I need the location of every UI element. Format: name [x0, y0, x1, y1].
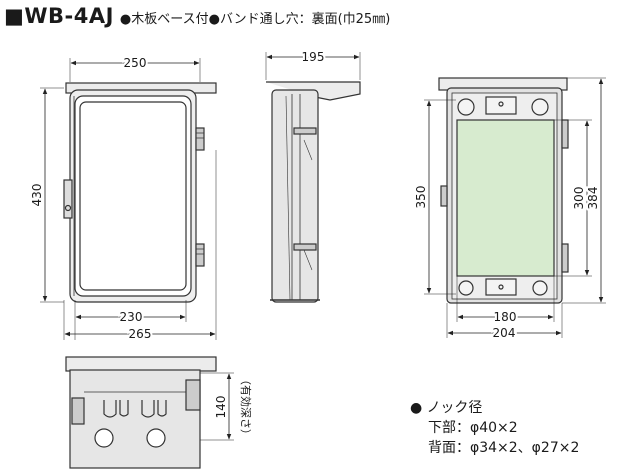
slot-right-2 — [157, 400, 167, 417]
bottom-dimensions — [200, 372, 234, 441]
knock-back-top-left — [457, 98, 475, 116]
knock-bottom-left — [94, 428, 114, 448]
front-window — [79, 101, 187, 291]
slot-left-1 — [103, 400, 117, 418]
knock-bottom: 下部：φ40×2 — [428, 420, 518, 436]
knock-back-bottom-left — [458, 280, 474, 296]
wood-base-plate — [456, 119, 555, 277]
front-hinge-bottom — [195, 243, 205, 267]
back-hinge-bottom — [561, 243, 569, 273]
dim-front-inner-width: 230 — [120, 310, 143, 324]
dim-back-total-height: 384 — [586, 187, 600, 210]
bottom-body — [69, 369, 201, 469]
dim-back-height: 350 — [414, 186, 428, 209]
dim-front-height: 430 — [30, 184, 44, 207]
dim-side-depth: 195 — [302, 50, 325, 64]
knock-diameter-notes: ● ノック径 下部：φ40×2 背面：φ34×2、φ27×2 — [410, 398, 579, 458]
dim-back-plate-height: 300 — [572, 187, 586, 210]
dim-bottom-depth-note: （有効深さ） — [239, 374, 253, 440]
dim-front-width: 250 — [124, 56, 147, 70]
screw-bottom — [498, 284, 504, 290]
front-view — [63, 82, 217, 303]
dim-bottom-depth: 140 — [214, 396, 228, 419]
dim-front-outer-width: 265 — [129, 327, 152, 341]
back-dimensions — [424, 77, 606, 338]
knock-back-bottom-right — [532, 280, 548, 296]
side-band-slot-top — [293, 127, 317, 135]
slot-right-1 — [141, 400, 155, 418]
side-dimensions — [265, 52, 361, 80]
side-band-slot-bottom — [293, 243, 317, 251]
dim-back-inner-width: 180 — [494, 310, 517, 324]
knock-bottom-right — [146, 428, 166, 448]
side-body — [271, 89, 319, 303]
back-view — [438, 77, 569, 304]
slot-left-2 — [119, 400, 129, 417]
screw-top — [498, 101, 504, 107]
back-hinge-top — [561, 119, 569, 149]
knock-back: 背面：φ34×2、φ27×2 — [428, 440, 580, 456]
front-dimensions — [40, 58, 217, 340]
diagram-header: ■WB-4AJ ●木板ベース付●バンド通し穴：裏面(巾25㎜) — [4, 3, 390, 33]
front-hinge-top — [195, 127, 205, 151]
front-left-latch — [63, 179, 73, 219]
dim-back-outer-width: 204 — [493, 326, 516, 340]
bottom-right-hinge — [185, 379, 201, 411]
side-view — [266, 81, 361, 303]
front-latch-hole — [64, 204, 72, 212]
model-subtitle: ●木板ベース付●バンド通し穴：裏面(巾25㎜) — [119, 12, 391, 27]
band-hole-bottom — [485, 278, 517, 296]
bottom-lid — [65, 356, 217, 372]
knock-back-top-right — [531, 98, 549, 116]
back-latch — [440, 185, 448, 207]
knock-title: ● ノック径 — [410, 400, 483, 416]
model-title: ■WB-4AJ — [4, 4, 114, 28]
bottom-left-latch — [71, 397, 85, 425]
bottom-view — [65, 356, 217, 469]
